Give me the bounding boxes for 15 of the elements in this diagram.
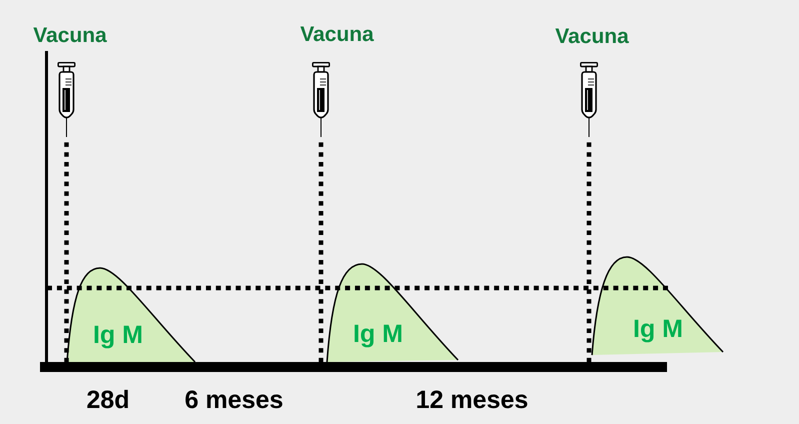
dotted-line bbox=[64, 142, 69, 362]
vaccine-label: Vacuna bbox=[300, 26, 374, 42]
syringe-icon bbox=[312, 62, 330, 138]
time-label: 6 meses bbox=[186, 390, 282, 408]
vaccine-label: Vacuna bbox=[33, 28, 107, 42]
response-curve: Ig M bbox=[591, 256, 724, 356]
dotted-line bbox=[586, 142, 592, 362]
response-curve: Ig M bbox=[326, 263, 459, 362]
vaccine-label: Vacuna bbox=[555, 28, 629, 44]
syringe-icon bbox=[58, 62, 76, 138]
time-label: 12 meses bbox=[417, 390, 528, 408]
response-curve: Ig M bbox=[66, 267, 196, 363]
time-label: 28d bbox=[87, 390, 128, 408]
syringe-icon bbox=[580, 62, 598, 138]
dotted-line bbox=[318, 142, 324, 362]
